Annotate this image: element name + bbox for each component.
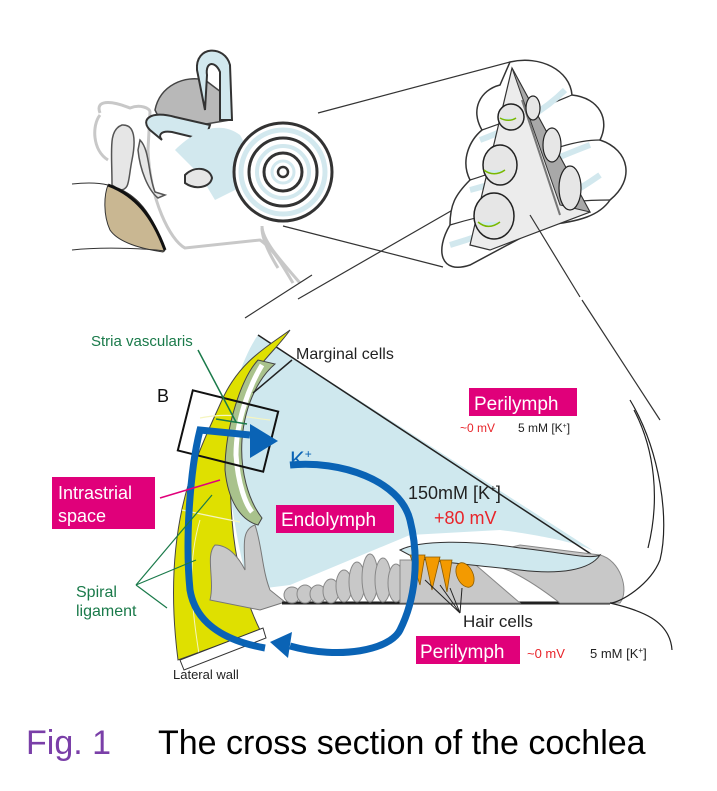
intrastrial-space-label-line2: space [58, 506, 106, 526]
projection-lines [282, 61, 511, 300]
pointer-lines [135, 349, 293, 609]
box-b-label: B [157, 386, 169, 406]
zoom-lines [244, 274, 661, 421]
endolymph-label: Endolymph [281, 510, 376, 531]
perilymph-bottom-k-concentration: 5 mM [K+] [590, 646, 647, 661]
perilymph-top-label: Perilymph [474, 394, 558, 415]
perilymph-top-badge [469, 388, 577, 416]
hair-cells-label: Hair cells [463, 612, 533, 631]
k-plus-label: K+ [290, 447, 312, 472]
lateral-wall-label: Lateral wall [173, 667, 239, 682]
intrastrial-space-badge [52, 477, 155, 529]
endolymph-badge [276, 505, 394, 533]
figure-number: Fig. 1 [26, 724, 112, 762]
cochlea-figure: Stria vascularis Marginal cells B K+ Int… [52, 49, 673, 682]
perilymph-top-potential: ~0 mV [460, 421, 495, 435]
inner-ear-illustration [71, 49, 334, 284]
perilymph-bottom-badge [416, 636, 520, 664]
k-recycling-arrow [184, 424, 419, 658]
stria-vascularis-label: Stria vascularis [91, 333, 193, 350]
spiral-ligament-label-line1: Spiral [76, 584, 117, 601]
perilymph-bottom-label: Perilymph [420, 642, 504, 663]
cochlea-cutaway [441, 59, 627, 298]
intrastrial-space-label-line1: Intrastrial [58, 483, 132, 503]
figure-title: The cross section of the cochlea [158, 724, 646, 762]
endolymph-potential: +80 mV [434, 508, 497, 528]
perilymph-bottom-potential: ~0 mV [527, 646, 565, 661]
spiral-ligament-label-line2: ligament [76, 603, 137, 620]
figure-caption: Fig. 1 The cross section of the cochlea [0, 712, 717, 772]
perilymph-top-k-concentration: 5 mM [K+] [518, 421, 570, 435]
cochlea-spiral [232, 121, 334, 223]
marginal-cells-label: Marginal cells [296, 346, 394, 363]
endolymph-k-concentration: 150mM [K+] [408, 483, 501, 503]
